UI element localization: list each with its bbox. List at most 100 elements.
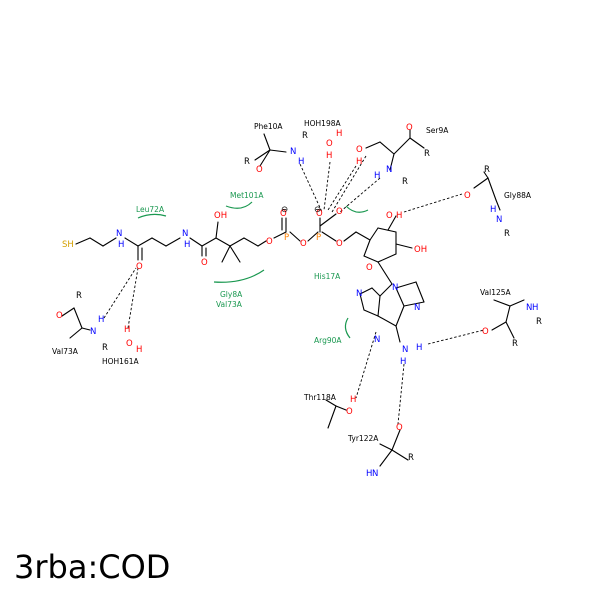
residue-ser9a-label: Ser9A: [426, 126, 449, 135]
residue-hoh161a-label: HOH161A: [102, 357, 139, 366]
svg-text:OH: OH: [214, 211, 227, 221]
residue-his17a: His17A: [314, 272, 341, 281]
svg-text:O: O: [346, 407, 353, 417]
svg-text:H: H: [118, 240, 124, 250]
svg-text:H: H: [184, 240, 190, 250]
svg-text:N: N: [392, 283, 398, 293]
sulfur-label: SH: [62, 240, 74, 250]
residue-val125a-label: Val125A: [480, 288, 512, 297]
svg-text:O: O: [366, 263, 373, 273]
svg-text:H: H: [326, 151, 332, 161]
svg-text:O: O: [356, 145, 363, 155]
residue-gly88a-label: Gly88A: [504, 191, 532, 200]
svg-text:N: N: [290, 147, 296, 157]
svg-text:H: H: [400, 357, 406, 367]
ligand-interaction-svg: SH N H O N H O OH O P O O P O O ⊖ ⊖ O O …: [52, 119, 542, 479]
svg-text:R: R: [504, 229, 510, 239]
svg-text:H: H: [416, 343, 422, 353]
residue-thr118a: [325, 399, 347, 429]
svg-text:O: O: [336, 207, 343, 217]
svg-text:O: O: [406, 123, 413, 133]
svg-text:R: R: [302, 131, 308, 141]
svg-text:O: O: [300, 239, 307, 249]
svg-text:N: N: [526, 303, 532, 313]
svg-text:R: R: [102, 343, 108, 353]
residue-ser9a: [365, 129, 425, 171]
svg-text:O: O: [386, 211, 393, 221]
atom-labels: SH N H O N H O OH O P O O P O O ⊖ ⊖ O O …: [56, 123, 542, 479]
svg-text:H: H: [532, 303, 538, 313]
svg-text:H: H: [298, 157, 304, 167]
svg-text:R: R: [536, 317, 542, 327]
svg-text:H: H: [396, 211, 402, 221]
hydrogen-bonds: [103, 155, 485, 425]
residue-arg90a: Arg90A: [314, 336, 342, 345]
svg-text:N: N: [182, 229, 188, 239]
svg-text:O: O: [56, 311, 63, 321]
svg-text:H: H: [356, 157, 362, 167]
svg-text:N: N: [402, 345, 408, 355]
svg-text:O: O: [136, 262, 143, 272]
svg-text:N: N: [90, 327, 96, 337]
residue-thr118a-label: Thr118A: [303, 393, 337, 402]
hydrophobic-contacts: [137, 201, 369, 339]
svg-text:H: H: [490, 205, 496, 215]
residue-gly88a: [473, 171, 501, 211]
svg-text:R: R: [484, 165, 490, 175]
svg-text:O: O: [201, 258, 208, 268]
residue-hoh198a-label: HOH198A: [304, 119, 341, 128]
residue-val73a-hydrophobic: Val73A: [216, 300, 243, 309]
adenine-ring: [359, 281, 425, 343]
svg-text:H: H: [98, 315, 104, 325]
svg-text:O: O: [482, 327, 489, 337]
pantetheine-chain: [75, 213, 357, 263]
svg-text:O: O: [326, 139, 333, 149]
residue-leu72a: Leu72A: [136, 205, 165, 214]
residue-met101a: Met101A: [230, 191, 264, 200]
page-title: 3rba:COD: [14, 548, 171, 586]
svg-text:P: P: [284, 233, 289, 243]
svg-text:N: N: [374, 335, 380, 345]
svg-text:R: R: [244, 157, 250, 167]
svg-text:R: R: [424, 149, 430, 159]
svg-text:H: H: [374, 171, 380, 181]
residue-tyr122a-label: Tyr122A: [347, 434, 379, 443]
svg-text:O: O: [280, 209, 287, 219]
residue-val73a-label: Val73A: [52, 347, 79, 356]
ribose-ring: [355, 215, 413, 285]
svg-text:R: R: [408, 453, 414, 463]
svg-text:O: O: [396, 423, 403, 433]
svg-text:N: N: [386, 165, 392, 175]
svg-text:H: H: [336, 129, 342, 139]
svg-text:⊖: ⊖: [314, 205, 321, 215]
svg-text:⊖: ⊖: [281, 205, 288, 215]
svg-text:O: O: [464, 191, 471, 201]
svg-text:O: O: [316, 209, 323, 219]
svg-text:R: R: [76, 291, 82, 301]
svg-text:H: H: [136, 345, 142, 355]
svg-text:OH: OH: [414, 245, 427, 255]
residue-val125a: [491, 299, 525, 339]
residue-phe10a-label: Phe10A: [254, 122, 283, 131]
residue-phe10a: [254, 133, 287, 167]
svg-text:N: N: [372, 469, 378, 479]
svg-text:O: O: [126, 339, 133, 349]
svg-text:R: R: [512, 339, 518, 349]
svg-text:O: O: [336, 239, 343, 249]
svg-text:P: P: [316, 233, 321, 243]
residue-val73a: [61, 307, 91, 339]
svg-text:N: N: [116, 229, 122, 239]
svg-text:N: N: [496, 215, 502, 225]
residue-tyr122a: [379, 429, 409, 467]
svg-text:O: O: [266, 237, 273, 247]
residue-gly8a: Gly8A: [220, 290, 243, 299]
svg-text:N: N: [356, 289, 362, 299]
svg-text:R: R: [402, 177, 408, 187]
svg-text:H: H: [124, 325, 130, 335]
svg-text:O: O: [256, 165, 263, 175]
residue-labels: Leu72A Met101A Gly8A Val73A His17A Arg90…: [52, 119, 532, 443]
svg-text:N: N: [414, 303, 420, 313]
svg-text:H: H: [366, 469, 372, 479]
svg-text:H: H: [350, 395, 356, 405]
